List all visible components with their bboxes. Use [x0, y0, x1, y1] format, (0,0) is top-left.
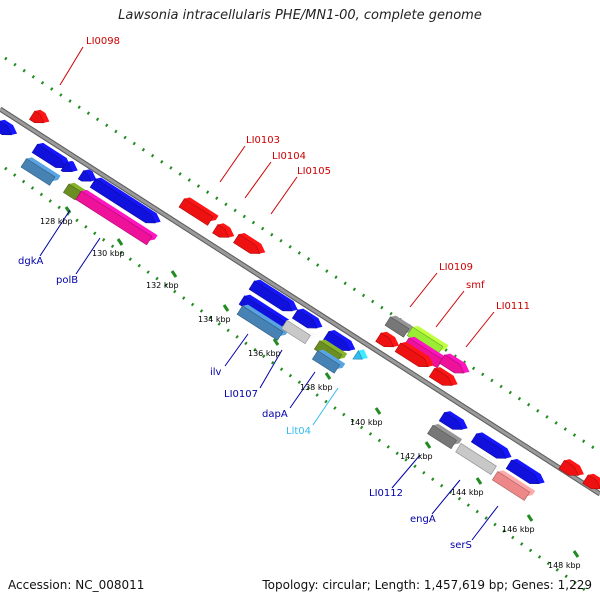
scale-label: 144 kbp — [451, 488, 484, 497]
gene-red-LI0105 — [233, 233, 266, 254]
leader-line — [224, 333, 249, 367]
gene-cyan-Llt04 — [352, 349, 368, 360]
scale-label: 146 kbp — [502, 525, 535, 534]
leader-line — [289, 371, 316, 409]
gene-blue-a — [31, 142, 71, 169]
gene-red-LI0103 — [178, 197, 219, 226]
leader-line — [465, 311, 495, 348]
gene-silver-LI0107 — [281, 319, 317, 345]
inner-tick-track — [4, 166, 586, 592]
leader-line — [59, 46, 84, 86]
leader-line — [270, 176, 298, 215]
major-tick — [572, 550, 580, 558]
leader-line — [244, 161, 272, 199]
gene-label-polB: polB — [56, 275, 78, 286]
leader-line — [312, 387, 339, 426]
scale-label: 142 kbp — [400, 452, 433, 461]
gene-blue-serS — [505, 458, 545, 485]
gene-blue-b — [60, 160, 78, 173]
gene-silver-engA — [455, 442, 502, 475]
gene-blue-ilv-1 — [248, 279, 298, 312]
leader-line — [435, 290, 465, 328]
major-tick — [116, 238, 124, 246]
scale-label: 128 kbp — [40, 217, 73, 226]
gene-blue-c — [77, 169, 97, 182]
leader-line — [391, 454, 421, 489]
gene-red-fwd-c — [428, 367, 458, 386]
major-tick — [424, 441, 432, 449]
reverse-gene-labels: dgkA polB ilv LI0107 dapA Llt04 LI0112 e… — [18, 256, 472, 551]
major-tick — [324, 372, 332, 380]
gene-magenta-LI0111 — [438, 353, 470, 374]
major-tick — [170, 270, 178, 278]
scale-label: 148 kbp — [548, 561, 581, 570]
accession-label: Accession: NC_008011 — [8, 578, 145, 592]
major-tick — [272, 338, 280, 346]
gene-blue-left-1 — [0, 119, 18, 136]
gene-blue-ilv-2 — [291, 308, 323, 329]
outer-tick-track — [4, 56, 600, 454]
gene-label-smf: smf — [466, 280, 485, 291]
gene-label-LI0109: LI0109 — [439, 262, 473, 273]
gene-red-fwd-b — [394, 341, 434, 368]
gene-steel-dapA — [311, 349, 346, 374]
gene-label-LI0105: LI0105 — [297, 166, 331, 177]
gene-blue-dgkA — [89, 177, 161, 224]
gene-blue-dapA — [323, 330, 356, 351]
scale-label: 130 kbp — [92, 249, 125, 258]
gene-gray-LI0109 — [384, 315, 415, 338]
gene-label-serS: serS — [450, 540, 472, 551]
gene-label-LI0112: LI0112 — [369, 488, 403, 499]
gene-label-engA: engA — [410, 514, 436, 525]
gene-label-LI0107: LI0107 — [224, 389, 258, 400]
gene-label-dgkA: dgkA — [18, 256, 43, 267]
scale-label: 132 kbp — [146, 281, 179, 290]
gene-label-LI0103: LI0103 — [246, 135, 280, 146]
major-tick — [64, 206, 72, 214]
gene-label-LI0098: LI0098 — [86, 36, 120, 47]
gene-steel-a — [20, 157, 61, 186]
major-ticks — [64, 206, 580, 558]
gene-label-dapA: dapA — [262, 409, 288, 420]
gene-red-fwd-a — [375, 331, 400, 348]
major-tick — [526, 514, 534, 522]
leader-line — [409, 272, 438, 308]
gene-label-LI0111: LI0111 — [496, 301, 530, 312]
gene-blue-LI0112 — [438, 411, 468, 430]
scale-labels: 128 kbp 130 kbp 132 kbp 134 kbp 136 kbp 138 k… — [40, 217, 581, 570]
leader-line — [431, 479, 461, 515]
gene-red-LI0104 — [212, 223, 235, 238]
label-leader-lines — [39, 46, 499, 541]
gene-magenta-polB — [75, 189, 158, 246]
gene-red-edge-2 — [582, 473, 600, 490]
leader-line — [75, 237, 101, 275]
genome-summary: Topology: circular; Length: 1,457,619 bp… — [262, 578, 592, 592]
gene-features — [0, 109, 600, 501]
major-tick — [374, 407, 382, 415]
gene-label-ilv: ilv — [210, 367, 222, 378]
major-tick — [475, 477, 483, 485]
gene-label-Llt04: Llt04 — [286, 426, 311, 437]
scale-label: 138 kbp — [300, 383, 333, 392]
leader-line — [259, 349, 283, 389]
scale-label: 140 kbp — [350, 418, 383, 427]
gene-steel-ilv — [236, 304, 289, 341]
leader-line — [39, 209, 71, 257]
leader-line — [471, 505, 499, 541]
gene-red-small-1 — [28, 109, 50, 124]
gene-blue-engA — [470, 432, 512, 459]
scale-label: 136 kbp — [248, 349, 281, 358]
gene-salmon-serS — [491, 470, 536, 501]
gene-red-edge — [558, 459, 584, 476]
leader-line — [219, 145, 246, 183]
gene-label-LI0104: LI0104 — [272, 151, 306, 162]
map-title: Lawsonia intracellularis PHE/MN1-00, com… — [118, 8, 482, 23]
forward-gene-labels: LI0098 LI0103 LI0104 LI0105 LI0109 smf L… — [86, 36, 530, 312]
genome-backbone — [0, 106, 600, 497]
major-tick — [222, 304, 230, 312]
scale-label: 134 kbp — [198, 315, 231, 324]
gene-gray-LI0112 — [427, 424, 463, 450]
